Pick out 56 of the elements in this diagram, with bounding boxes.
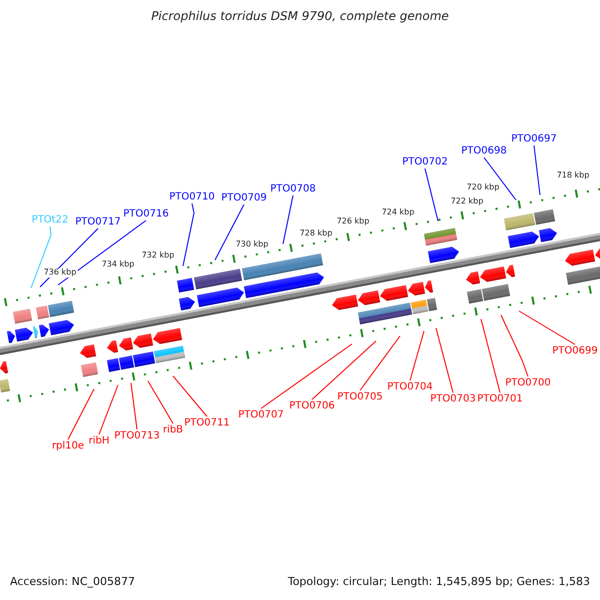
leader-line <box>312 340 376 400</box>
gene-label: PTO0701 <box>477 394 523 404</box>
leader-line <box>436 328 454 393</box>
gene-label: PTO0697 <box>511 134 557 144</box>
scale-label: 730 kbp <box>234 240 270 250</box>
gene-label: PTO0709 <box>221 192 267 204</box>
leader-line <box>68 388 94 440</box>
gene-label: PTO0700 <box>505 378 551 388</box>
gene-label: PTO0717 <box>75 216 121 228</box>
gene-label: PTO0707 <box>238 410 284 420</box>
gene-label: PTO0710 <box>169 192 215 202</box>
scale-label: 724 kbp <box>380 208 416 218</box>
gene-label: PTO0704 <box>387 382 433 392</box>
scale-label: 728 kbp <box>298 230 334 238</box>
gene-label: PTO0711 <box>184 418 230 428</box>
scale-label: 722 kbp <box>450 198 484 206</box>
leader-line <box>148 380 174 424</box>
footer-text: Accession: NC_005877 <box>10 576 136 588</box>
leader-line <box>518 310 576 345</box>
leader-line <box>30 226 52 288</box>
scale-label: 736 kbp <box>42 268 78 278</box>
leader-line <box>282 195 294 244</box>
leader-line <box>130 382 138 430</box>
leader-line <box>182 203 195 266</box>
gene-label: PTO0716 <box>123 208 169 220</box>
gene-label: PTO0698 <box>461 146 507 156</box>
leader-line <box>480 318 500 393</box>
scale-label: 718 kbp <box>556 172 590 180</box>
gene-label: PTO0699 <box>552 346 598 356</box>
leader-line <box>424 168 438 222</box>
gene-label: PTO0708 <box>270 184 316 194</box>
leader-line <box>58 220 146 286</box>
leader-line <box>214 204 244 260</box>
gene-label: ribB <box>162 424 184 436</box>
leader-line <box>172 376 208 417</box>
scale-label: 720 kbp <box>466 184 500 192</box>
gene-label: PTO0713 <box>114 430 160 442</box>
gene-label: PTO0705 <box>337 392 383 402</box>
gene-label: ribH <box>88 436 110 446</box>
leader-line <box>98 384 118 435</box>
chart-title: Picrophilus torridus DSM 9790, complete genome <box>150 10 450 24</box>
scale-label: 734 kbp <box>100 260 136 270</box>
gene-label: PTO0706 <box>289 400 335 412</box>
scale-label: 726 kbp <box>336 218 370 226</box>
leader-line <box>410 330 424 381</box>
gene-label: PTOt22 <box>32 214 68 226</box>
leader-line <box>260 344 352 409</box>
footer-text: Topology: circular; Length: 1,545,895 bp; Genes: 1,583 <box>288 576 590 588</box>
leader-line <box>500 314 528 377</box>
gene-label: PTO0703 <box>430 394 476 404</box>
leader-line <box>360 336 400 391</box>
scale-label: 732 kbp <box>140 252 176 260</box>
leader-line <box>484 157 516 200</box>
leader-line <box>534 145 540 196</box>
gene-label: rpl10e <box>52 440 84 452</box>
gene-label: PTO0702 <box>402 156 448 168</box>
